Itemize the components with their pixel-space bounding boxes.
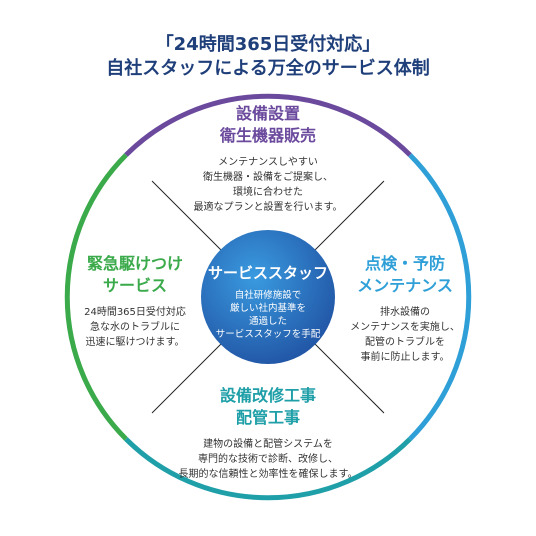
section-bottom-desc-line2: 専門的な技術で診断、改修し、 <box>198 454 338 465</box>
section-right-desc-line2: メンテナンスを実施し、 <box>350 322 460 333</box>
header-title-line1: 「24時間365日受付対応」 <box>155 34 381 55</box>
header-title-line2: 自社スタッフによる万全のサービス体制 <box>106 58 430 79</box>
divider-top-right <box>305 180 385 260</box>
section-left-title: 緊急駆けつけ サービス <box>60 253 210 297</box>
section-bottom-title: 設備改修工事 配管工事 <box>158 385 378 429</box>
section-left-title-line2: サービス <box>102 276 167 295</box>
section-right-desc-line1: 排水設備の <box>380 307 430 318</box>
section-top-desc: メンテナンスしやすい 衛生機器・設備をご提案し、 環境に合わせた 最適なプランと… <box>168 155 368 215</box>
section-top-desc-line3: 環境に合わせた <box>233 187 303 198</box>
section-left-desc-line3: 迅速に駆けつけます。 <box>85 337 185 348</box>
section-top-title-line1: 設備設置 <box>235 104 300 123</box>
section-left-desc-line1: 24時間365日受付対応 <box>84 307 186 318</box>
divider-bottom-left <box>151 334 231 414</box>
section-top-desc-line1: メンテナンスしやすい <box>218 157 318 168</box>
section-right: 点検・予防 メンテナンス 排水設備の メンテナンスを実施し、 配管のトラブルを … <box>330 253 480 365</box>
section-bottom: 設備改修工事 配管工事 建物の設備と配管システムを 専門的な技術で診断、改修し、… <box>158 385 378 482</box>
section-right-desc-line3: 配管のトラブルを <box>365 337 445 348</box>
ring-arc-bottom <box>124 437 412 501</box>
section-top-desc-line4: 最適なプランと設置を行います。 <box>193 202 343 213</box>
section-left-desc-line2: 急な水のトラブルに <box>90 322 180 333</box>
section-right-title-line2: メンテナンス <box>357 276 453 295</box>
section-top-title-line2: 衛生機器販売 <box>219 126 316 145</box>
ring-arc-left <box>64 153 128 441</box>
section-bottom-desc-line3: 長期的な信頼性と効率性を確保します。 <box>178 469 358 480</box>
center-desc-line4: サービススタッフを手配 <box>215 329 321 340</box>
section-bottom-desc: 建物の設備と配管システムを 専門的な技術で診断、改修し、 長期的な信頼性と効率性… <box>158 437 378 482</box>
section-top-desc-line2: 衛生機器・設備をご提案し、 <box>203 172 333 183</box>
section-left-desc: 24時間365日受付対応 急な水のトラブルに 迅速に駆けつけます。 <box>60 305 210 350</box>
center-desc-line1: 自社研修施設で <box>234 290 302 301</box>
divider-top-left <box>151 180 231 260</box>
center-desc-line3: 通過した <box>248 316 287 327</box>
section-right-title-line1: 点検・予防 <box>364 254 445 273</box>
center-desc-line2: 厳しい社内基準を <box>229 303 306 314</box>
center-desc: 自社研修施設で 厳しい社内基準を 通過した サービススタッフを手配 <box>201 289 335 341</box>
ring-arc-top <box>124 93 412 157</box>
section-right-desc-line4: 事前に防止します。 <box>360 352 450 363</box>
section-bottom-title-line2: 配管工事 <box>235 408 300 427</box>
section-bottom-desc-line1: 建物の設備と配管システムを <box>203 439 333 450</box>
section-left: 緊急駆けつけ サービス 24時間365日受付対応 急な水のトラブルに 迅速に駆け… <box>60 253 210 350</box>
section-left-title-line1: 緊急駆けつけ <box>86 254 183 273</box>
section-bottom-title-line1: 設備改修工事 <box>219 386 316 405</box>
divider-bottom-right <box>305 334 385 414</box>
section-right-title: 点検・予防 メンテナンス <box>330 253 480 297</box>
ring-arc-right <box>408 153 472 441</box>
center-circle <box>201 230 335 364</box>
section-top: 設備設置 衛生機器販売 メンテナンスしやすい 衛生機器・設備をご提案し、 環境に… <box>168 103 368 215</box>
center-title: サービススタッフ <box>207 264 328 282</box>
section-top-title: 設備設置 衛生機器販売 <box>168 103 368 147</box>
center-content: サービススタッフ 自社研修施設で 厳しい社内基準を 通過した サービススタッフを… <box>201 262 335 341</box>
section-right-desc: 排水設備の メンテナンスを実施し、 配管のトラブルを 事前に防止します。 <box>330 305 480 365</box>
